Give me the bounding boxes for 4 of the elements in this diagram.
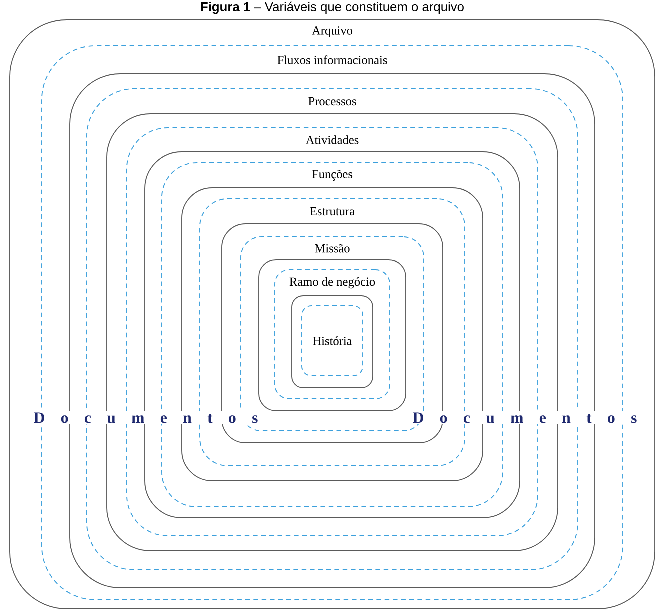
figure-title: Figura 1 – Variáveis que constituem o arquivo (201, 2, 464, 14)
spaced-label: D o c u m e n t o s (412, 412, 638, 424)
spaced-label: D o c u m e n t o s (32, 412, 260, 424)
layer-box: História (302, 306, 364, 376)
